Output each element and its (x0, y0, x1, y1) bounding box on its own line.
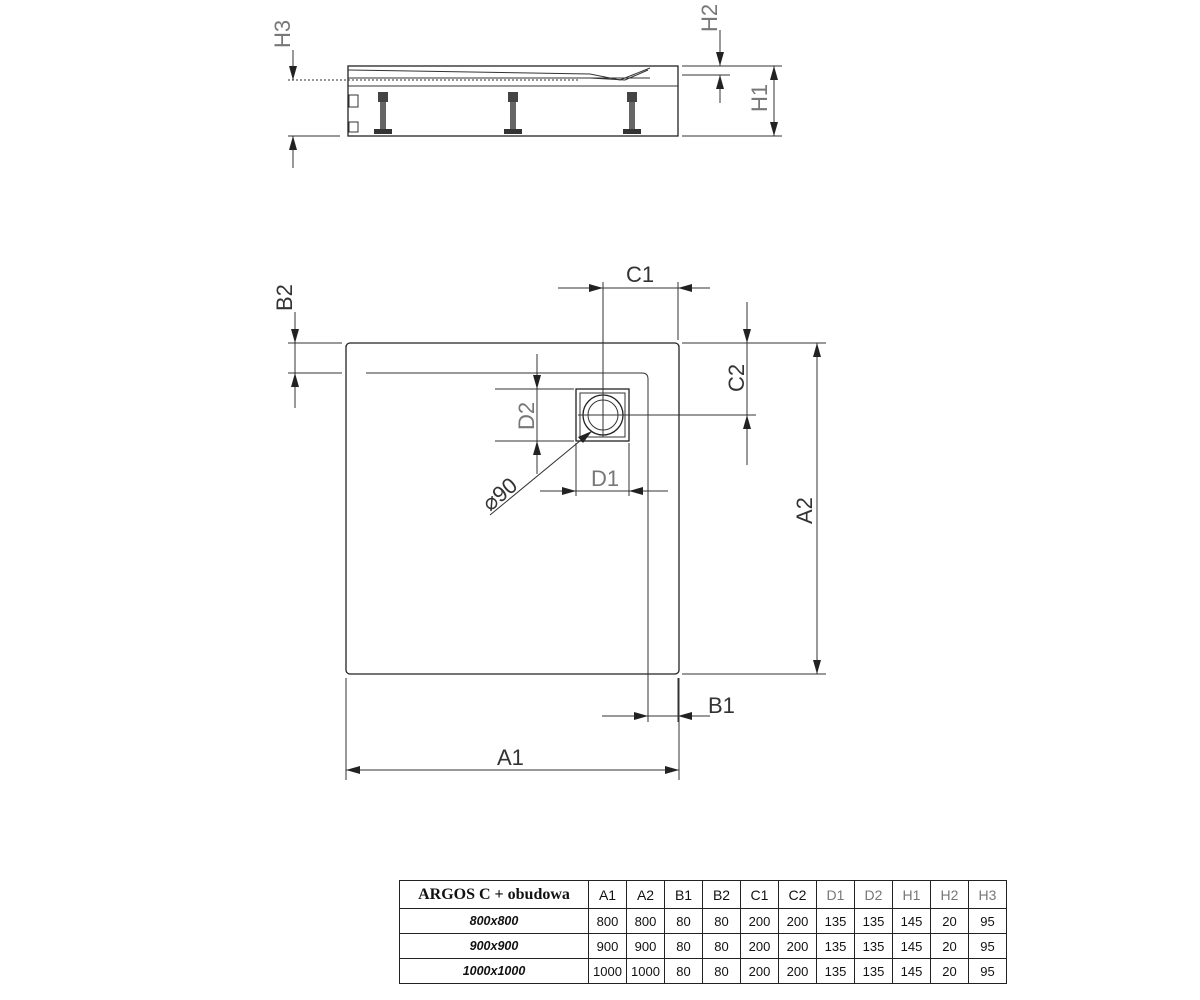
table-cell: 200 (778, 958, 817, 984)
model-cell: 900x900 (399, 933, 589, 959)
mounting-clip (348, 121, 359, 133)
table-row: 800x800 800 800 80 80 200 200 135 135 14… (399, 908, 1007, 934)
table-cell: 1000 (588, 958, 627, 984)
label-b2: B2 (272, 284, 297, 311)
label-a1: A1 (497, 745, 524, 770)
side-view: H3 H2 H1 (270, 4, 782, 168)
table-cell: 800 (588, 908, 627, 934)
adjustable-leg (504, 92, 522, 134)
drain (575, 282, 756, 442)
table-cell: 200 (740, 958, 779, 984)
drain-channel (589, 69, 649, 81)
column-header: A1 (588, 880, 627, 909)
label-d2: D2 (514, 402, 539, 430)
table-cell: 1000 (626, 958, 665, 984)
tray-inner-edge (366, 372, 649, 660)
column-header: B2 (702, 880, 741, 909)
mounting-clip (348, 94, 359, 108)
adjustable-leg (374, 92, 392, 134)
adjustable-leg (623, 92, 641, 134)
label-h2: H2 (697, 4, 722, 32)
label-h1: H1 (747, 84, 772, 112)
label-c2: C2 (724, 364, 749, 392)
top-view: C1 C2 B2 D2 D1 ⌀90 (272, 262, 826, 780)
label-d1: D1 (591, 466, 619, 491)
table-row: 1000x1000 1000 1000 80 80 200 200 135 13… (399, 958, 1007, 984)
label-h3: H3 (270, 20, 295, 48)
table-cell: 20 (930, 958, 969, 984)
column-header: H1 (892, 880, 931, 909)
column-header: C2 (778, 880, 817, 909)
table-cell: 95 (968, 958, 1007, 984)
table-cell: 200 (740, 933, 779, 959)
table-cell: 135 (854, 933, 893, 959)
table-cell: 900 (588, 933, 627, 959)
table-cell: 95 (968, 908, 1007, 934)
table-cell: 145 (892, 958, 931, 984)
tray-side-outline (347, 65, 679, 137)
table-cell: 200 (740, 908, 779, 934)
table-header-row: ARGOS C + obudowa A1 A2 B1 B2 C1 C2 D1 D… (399, 880, 1007, 909)
table-cell: 80 (702, 908, 741, 934)
table-cell: 135 (816, 933, 855, 959)
table-cell: 80 (664, 933, 703, 959)
tray-slope (347, 67, 651, 81)
model-cell: 800x800 (399, 908, 589, 934)
column-header: H3 (968, 880, 1007, 909)
column-header: H2 (930, 880, 969, 909)
table-cell: 95 (968, 933, 1007, 959)
table-cell: 80 (702, 958, 741, 984)
table-cell: 135 (854, 958, 893, 984)
table-cell: 20 (930, 908, 969, 934)
dimensions-table: ARGOS C + obudowa A1 A2 B1 B2 C1 C2 D1 D… (399, 880, 1007, 984)
label-c1: C1 (626, 262, 654, 287)
column-header: B1 (664, 880, 703, 909)
label-diameter: ⌀90 (477, 472, 522, 515)
table-cell: 200 (778, 908, 817, 934)
model-cell: 1000x1000 (399, 958, 589, 984)
table-cell: 135 (816, 908, 855, 934)
tray-top-outline (345, 342, 680, 675)
label-a2: A2 (792, 497, 817, 524)
table-cell: 80 (702, 933, 741, 959)
table-cell: 135 (854, 908, 893, 934)
table-cell: 80 (664, 958, 703, 984)
column-header: C1 (740, 880, 779, 909)
table-cell: 145 (892, 908, 931, 934)
table-cell: 800 (626, 908, 665, 934)
table-cell: 80 (664, 908, 703, 934)
table-cell: 200 (778, 933, 817, 959)
table-row: 900x900 900 900 80 80 200 200 135 135 14… (399, 933, 1007, 959)
table-title: ARGOS C + obudowa (399, 880, 589, 909)
table-cell: 900 (626, 933, 665, 959)
table-cell: 135 (816, 958, 855, 984)
table-cell: 145 (892, 933, 931, 959)
label-b1: B1 (708, 693, 735, 718)
column-header: A2 (626, 880, 665, 909)
column-header: D1 (816, 880, 855, 909)
table-cell: 20 (930, 933, 969, 959)
column-header: D2 (854, 880, 893, 909)
